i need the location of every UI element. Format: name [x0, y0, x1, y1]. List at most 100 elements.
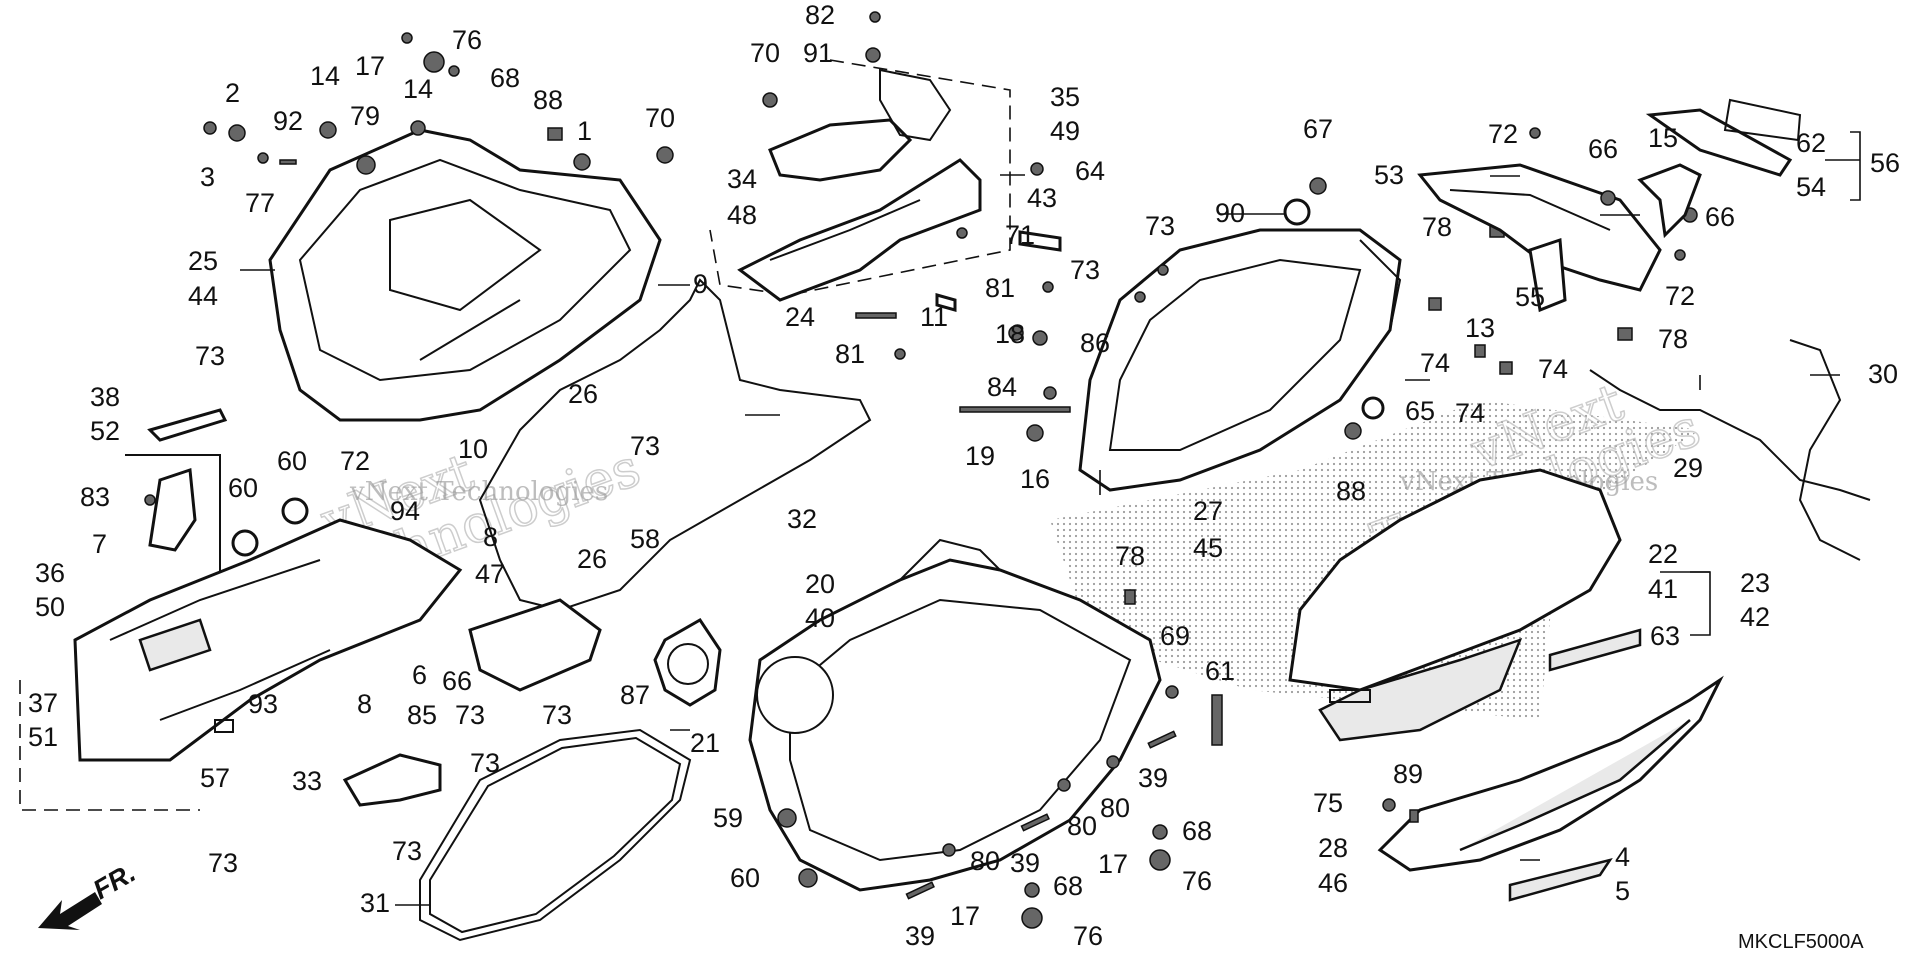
- svg-text:60: 60: [228, 473, 258, 503]
- svg-text:90: 90: [1215, 198, 1245, 228]
- bracket-part-47: [468, 598, 602, 692]
- dash-outline-36: [19, 680, 200, 811]
- svg-text:54: 54: [1796, 172, 1826, 202]
- svg-text:13: 13: [1465, 313, 1495, 343]
- svg-text:60: 60: [730, 863, 760, 893]
- svg-text:68: 68: [1053, 871, 1083, 901]
- svg-text:80: 80: [970, 846, 1000, 876]
- svg-text:79: 79: [350, 101, 380, 131]
- svg-text:85: 85: [407, 700, 437, 730]
- hinge-part-15: [1637, 163, 1702, 239]
- svg-text:42: 42: [1740, 602, 1770, 632]
- svg-text:73: 73: [195, 341, 225, 371]
- svg-text:8: 8: [483, 522, 498, 552]
- saddlebag-part-27: [1078, 228, 1402, 492]
- seal-part-31-inner: [429, 736, 682, 934]
- svg-text:21: 21: [690, 728, 720, 758]
- svg-text:38: 38: [90, 382, 120, 412]
- svg-text:91: 91: [803, 38, 833, 68]
- front-direction-arrow: FR.: [38, 857, 141, 930]
- svg-text:14: 14: [403, 74, 433, 104]
- svg-text:17: 17: [1098, 849, 1128, 879]
- svg-text:73: 73: [542, 700, 572, 730]
- strip-part-4: [1508, 858, 1613, 902]
- svg-text:48: 48: [727, 200, 757, 230]
- svg-text:39: 39: [1138, 763, 1168, 793]
- svg-text:49: 49: [1050, 116, 1080, 146]
- hinge-rail-part-53: [1417, 127, 1698, 313]
- fasteners-right-bag: [1134, 177, 1633, 440]
- svg-text:25: 25: [188, 246, 218, 276]
- svg-text:36: 36: [35, 558, 65, 588]
- svg-text:82: 82: [805, 0, 835, 30]
- case-part-20: [748, 538, 1162, 892]
- svg-text:81: 81: [835, 339, 865, 369]
- svg-text:59: 59: [713, 803, 743, 833]
- svg-text:89: 89: [1393, 759, 1423, 789]
- svg-text:11: 11: [920, 302, 948, 332]
- svg-text:15: 15: [1648, 123, 1678, 153]
- svg-text:3: 3: [200, 162, 215, 192]
- trim-part-62: [1645, 98, 1802, 177]
- leader-lines: [240, 131, 1861, 906]
- wire-part-29: [1589, 369, 1871, 501]
- svg-text:18: 18: [995, 319, 1025, 349]
- svg-text:74: 74: [1455, 398, 1485, 428]
- svg-text:76: 76: [452, 25, 482, 55]
- svg-text:66: 66: [1705, 202, 1735, 232]
- svg-text:88: 88: [1336, 476, 1366, 506]
- part-number-labels: 82 91 70 35 49 64 34 48 43 71 81 24 11 8…: [28, 0, 1900, 951]
- svg-text:73: 73: [630, 431, 660, 461]
- svg-text:7: 7: [92, 529, 107, 559]
- svg-text:29: 29: [1673, 453, 1703, 483]
- svg-text:2: 2: [225, 78, 240, 108]
- svg-text:24: 24: [785, 302, 815, 332]
- svg-text:9: 9: [693, 269, 708, 299]
- svg-text:60: 60: [277, 446, 307, 476]
- svg-text:93: 93: [248, 689, 278, 719]
- svg-text:53: 53: [1374, 160, 1404, 190]
- svg-text:66: 66: [442, 666, 472, 696]
- svg-text:32: 32: [787, 504, 817, 534]
- svg-text:5: 5: [1615, 876, 1630, 906]
- svg-text:76: 76: [1073, 921, 1103, 951]
- part-7-bracket: [125, 454, 221, 650]
- grommet-60a: [231, 529, 259, 557]
- svg-text:31: 31: [360, 888, 390, 918]
- inner-frame-part-25: [268, 128, 662, 422]
- svg-text:20: 20: [805, 569, 835, 599]
- svg-text:35: 35: [1050, 82, 1080, 112]
- fasteners-upper-left: [203, 32, 674, 175]
- svg-text:62: 62: [1796, 128, 1826, 158]
- svg-text:87: 87: [620, 680, 650, 710]
- svg-text:57: 57: [200, 763, 230, 793]
- svg-text:56: 56: [1870, 148, 1900, 178]
- svg-text:50: 50: [35, 592, 65, 622]
- part-38-cover: [147, 408, 228, 442]
- svg-text:6: 6: [412, 660, 427, 690]
- lower-panel-part-28: [1377, 675, 1724, 872]
- svg-text:23: 23: [1740, 568, 1770, 598]
- svg-text:88: 88: [533, 85, 563, 115]
- svg-text:46: 46: [1318, 868, 1348, 898]
- svg-text:44: 44: [188, 281, 218, 311]
- svg-text:8: 8: [357, 689, 372, 719]
- svg-text:73: 73: [1145, 211, 1175, 241]
- svg-text:40: 40: [805, 603, 835, 633]
- svg-text:83: 83: [80, 482, 110, 512]
- svg-text:26: 26: [568, 379, 598, 409]
- svg-text:28: 28: [1318, 833, 1348, 863]
- svg-text:17: 17: [950, 901, 980, 931]
- svg-text:67: 67: [1303, 114, 1333, 144]
- svg-text:73: 73: [392, 836, 422, 866]
- grommet-60b: [281, 497, 309, 525]
- svg-text:92: 92: [273, 106, 303, 136]
- svg-text:70: 70: [750, 38, 780, 68]
- svg-text:75: 75: [1313, 788, 1343, 818]
- emblem-part-63: [1548, 628, 1642, 672]
- svg-text:71: 71: [1005, 220, 1035, 250]
- gasket-part-32: [478, 278, 872, 612]
- svg-text:63: 63: [1650, 621, 1680, 651]
- svg-text:4: 4: [1615, 842, 1630, 872]
